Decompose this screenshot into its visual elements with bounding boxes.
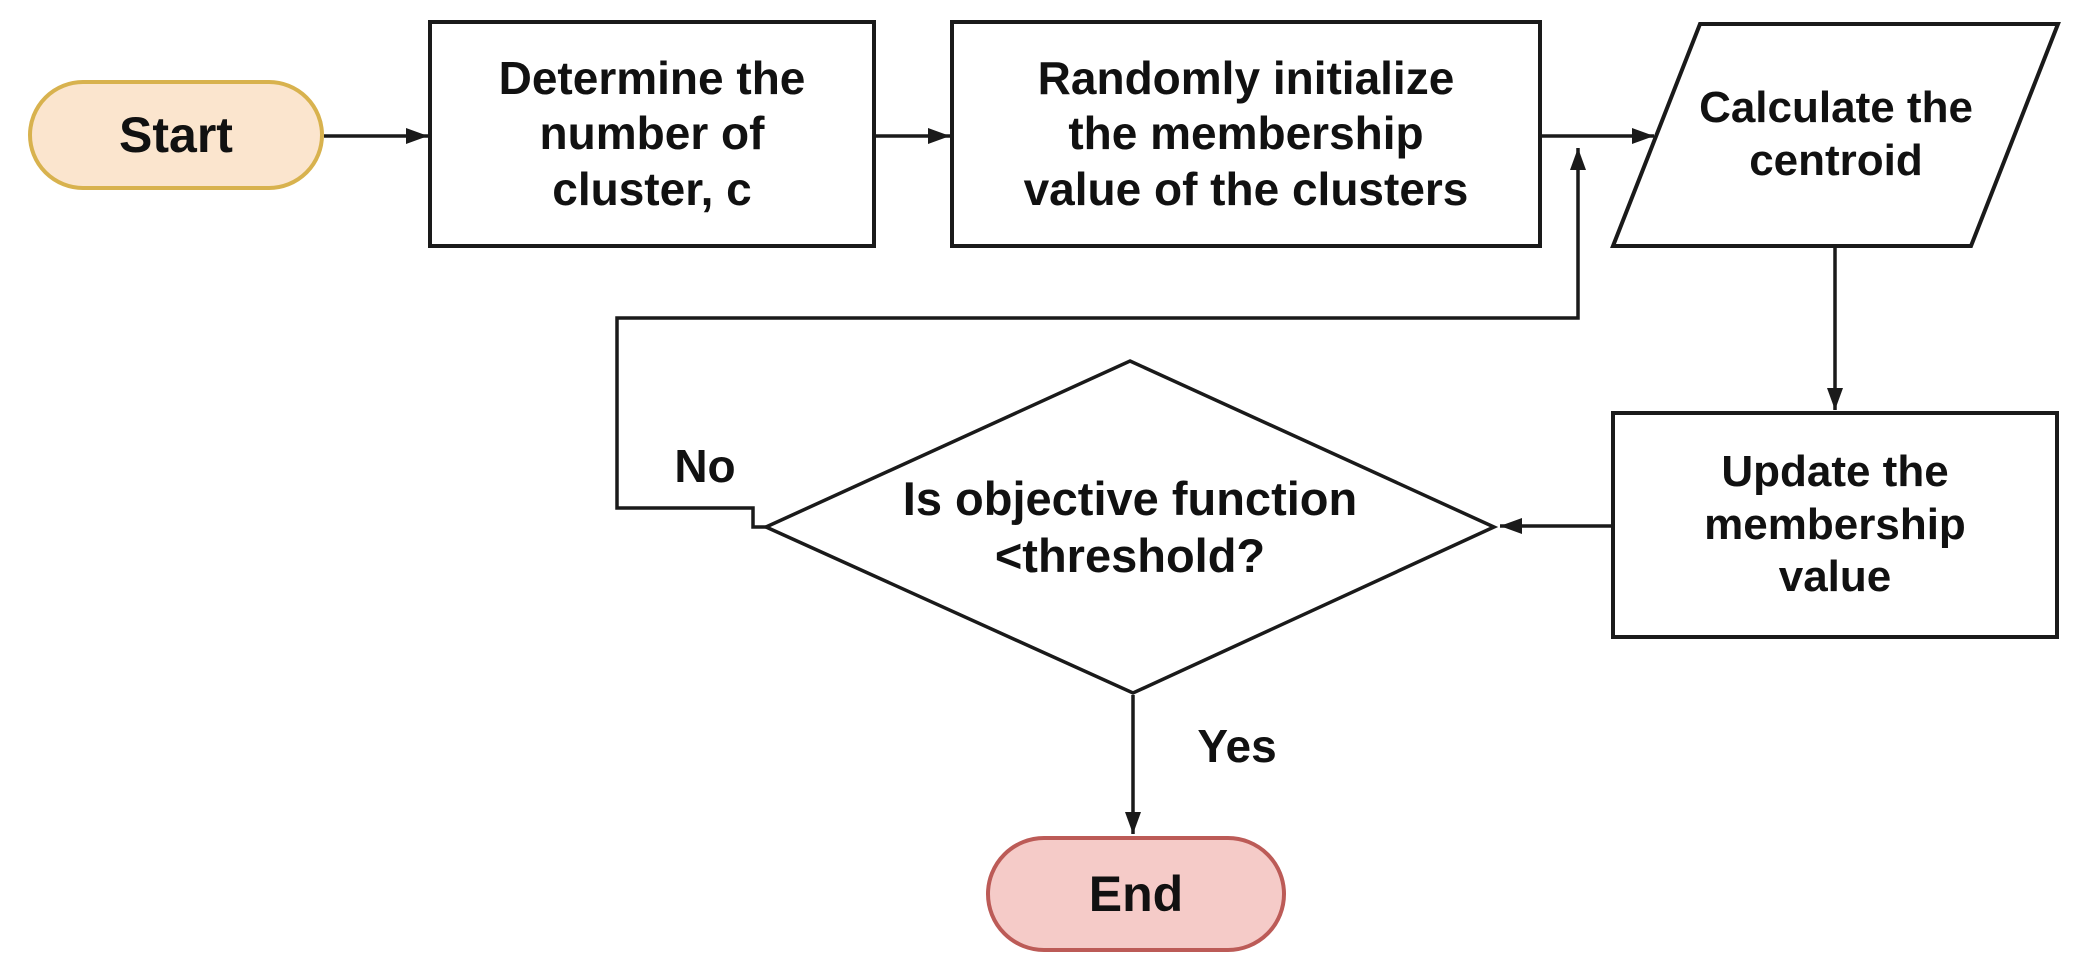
node-determine-shape [428,20,876,248]
node-update-shape [1611,411,2059,639]
node-randomize-shape [950,20,1542,248]
node-centroid-shape [1610,22,2061,248]
node-end-shape [986,836,1286,952]
node-decision-shape [761,359,1499,695]
edge-decision-loop-no [615,148,1586,529]
node-start-shape [28,80,324,190]
